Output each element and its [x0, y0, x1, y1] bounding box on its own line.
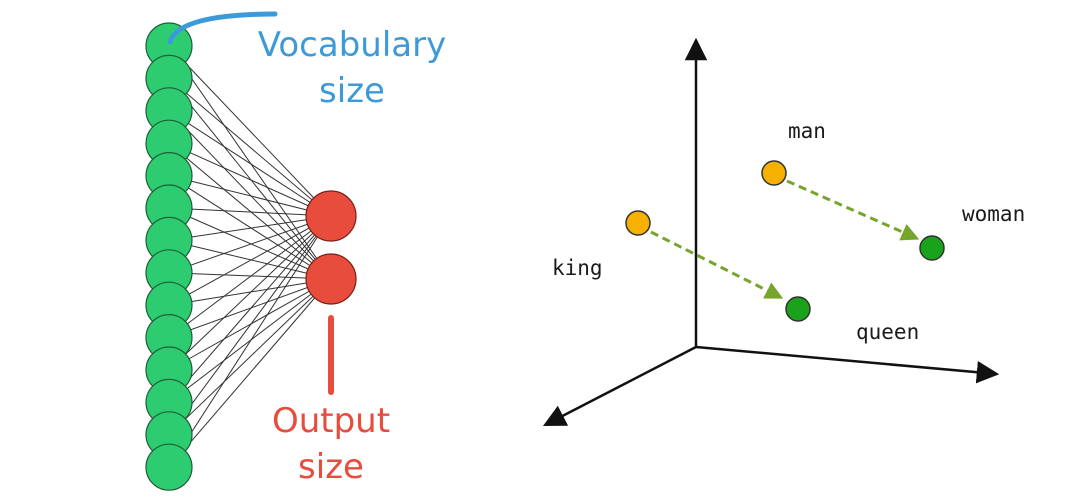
man-point — [761, 160, 787, 186]
output-layer — [305, 190, 357, 305]
z-axis — [543, 345, 697, 427]
vocabulary-callout-line — [167, 11, 278, 45]
output-size-label-line2: size — [298, 447, 364, 487]
network-edge — [168, 110, 332, 280]
network-edge — [168, 110, 332, 217]
network-edge — [168, 215, 332, 338]
woman-point — [919, 235, 945, 261]
network-edge — [168, 175, 332, 280]
network-edge — [168, 45, 332, 280]
network-edges — [168, 45, 332, 468]
network-edge — [168, 78, 332, 217]
embedding-space: man woman king queen — [543, 37, 1025, 427]
x-axis — [695, 345, 1000, 384]
network-edge — [168, 278, 332, 371]
network-edge — [168, 278, 332, 468]
network-edge — [168, 78, 332, 280]
network-edge — [168, 278, 332, 306]
network-edge — [168, 272, 332, 280]
network-edge — [168, 215, 332, 274]
network-edge — [168, 215, 332, 241]
network-edge — [168, 215, 332, 436]
vocabulary-size-label-line2: size — [319, 71, 385, 111]
king-to-queen-arrow — [650, 230, 784, 299]
network-edge — [168, 278, 332, 436]
king-label: king — [552, 256, 603, 280]
network-edge — [168, 215, 332, 306]
network-edge — [168, 215, 332, 468]
vocabulary-size-label-line1: Vocabulary — [258, 25, 446, 65]
network-edge — [168, 239, 332, 280]
neural-network: Vocabulary size Output size — [145, 11, 446, 491]
network-edge — [168, 215, 332, 371]
queen-point — [785, 296, 811, 322]
output-node — [305, 253, 357, 305]
man-label: man — [788, 119, 826, 143]
king-point — [625, 210, 651, 236]
network-edge — [168, 175, 332, 217]
network-edge — [168, 45, 332, 217]
input-layer — [145, 22, 193, 491]
man-to-woman-arrow — [786, 179, 920, 241]
queen-label: queen — [856, 320, 919, 344]
network-edge — [168, 142, 332, 280]
network-edge — [168, 142, 332, 217]
network-edge — [168, 278, 332, 339]
input-node — [145, 443, 193, 491]
woman-label: woman — [962, 202, 1025, 226]
network-edge — [168, 207, 332, 280]
network-edge — [168, 207, 332, 217]
output-node — [305, 190, 357, 242]
output-size-label-line1: Output — [272, 401, 390, 441]
network-edge — [168, 215, 332, 403]
